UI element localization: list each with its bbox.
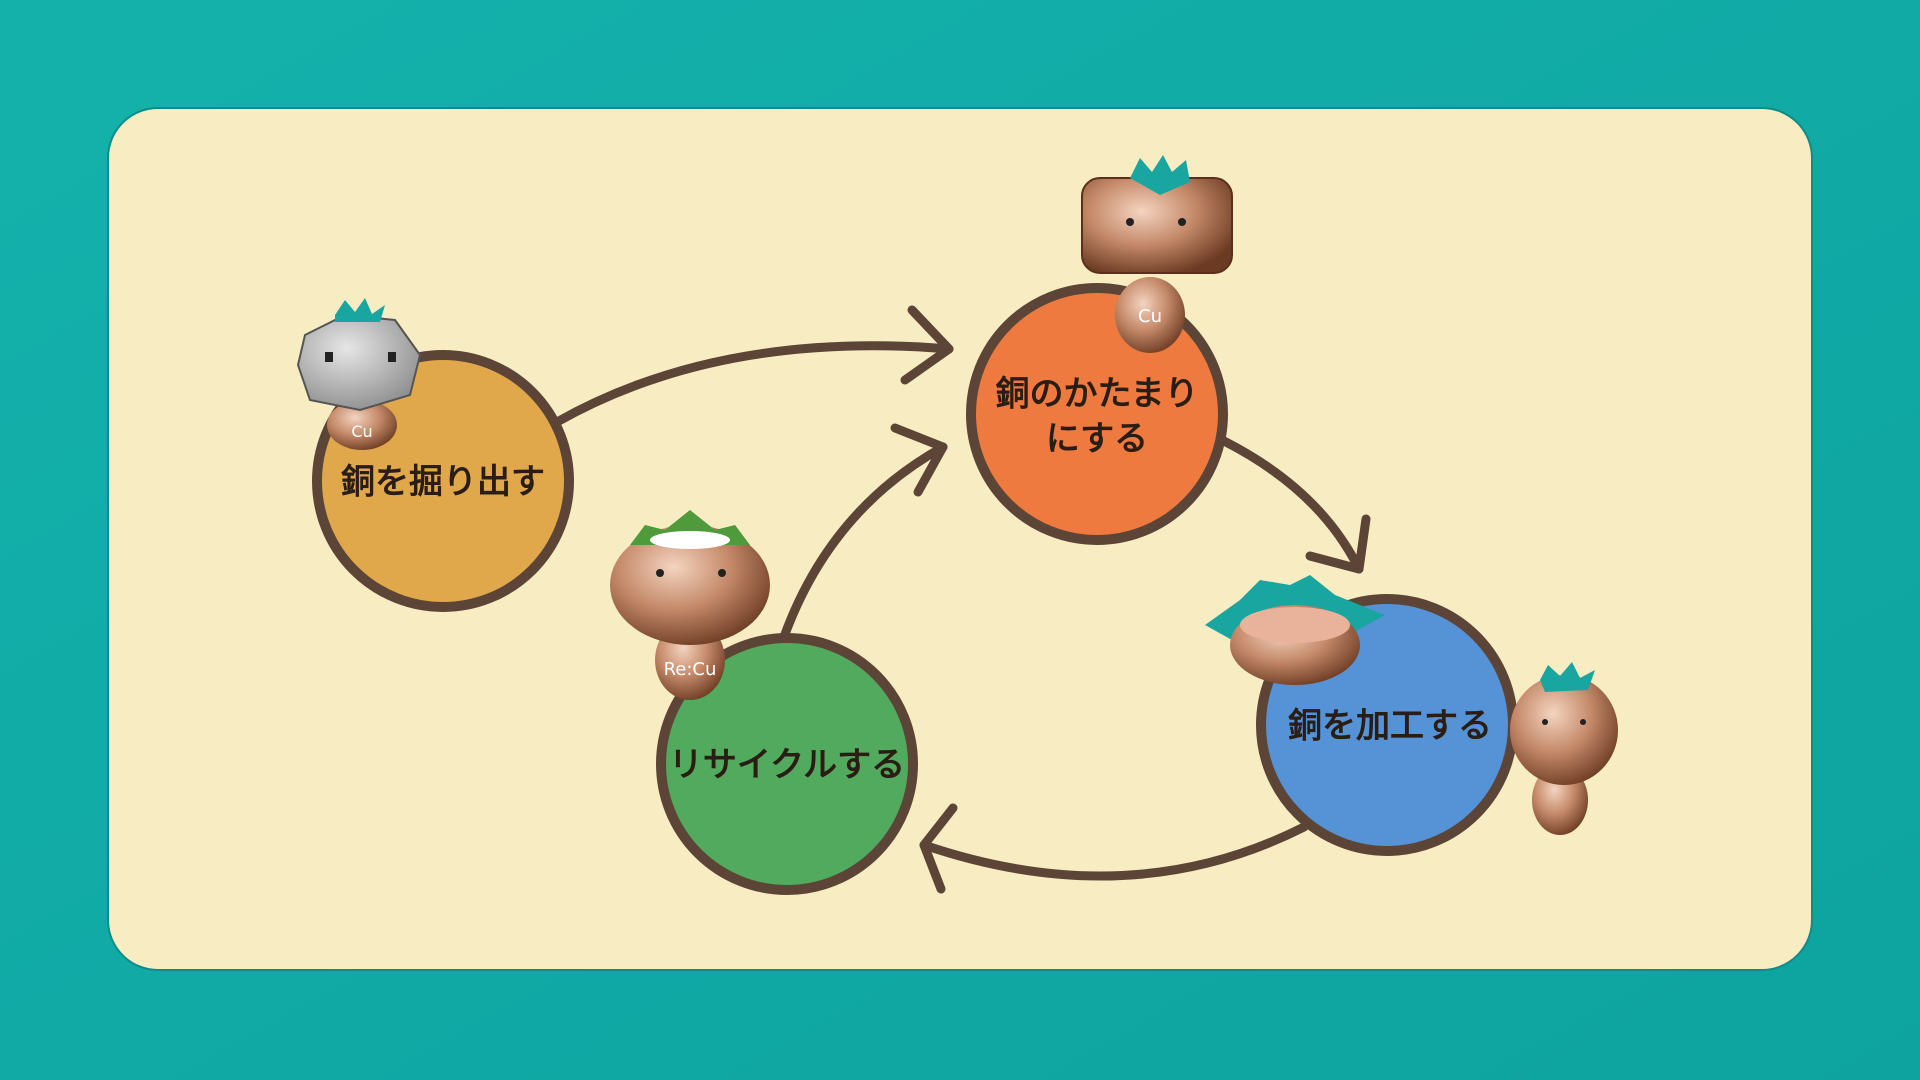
stone-mascot-cu: Cu [351,422,372,441]
arrow-ingot-to-process [1219,436,1371,574]
step-recycle-label: リサイクルする [669,745,905,785]
arrow-recycle-to-ingot [779,423,948,642]
small-mascot [1510,662,1618,835]
step-ingot-label-line1: 銅のかたまり [996,374,1199,414]
recycle-mascot: Re:Cu [610,510,770,700]
arrow-mine-to-ingot [552,305,954,427]
step-mine-label: 銅を掘り出す [341,462,545,502]
arrow-process-to-recycle [919,803,1309,894]
ingot-mascot-cu: Cu [1138,306,1162,327]
step-recycle: リサイクルする [656,633,918,895]
step-process-label: 銅を加工する [1288,706,1492,746]
recycle-mascot-cu: Re:Cu [664,659,717,680]
step-ingot-label-line2: にする [1046,419,1148,459]
ingot-mascot: Cu [1081,155,1233,353]
step-ingot: 銅のかたまり にする [966,283,1228,545]
plate-mascot [1205,575,1385,685]
stone-mascot: Cu [296,298,422,450]
